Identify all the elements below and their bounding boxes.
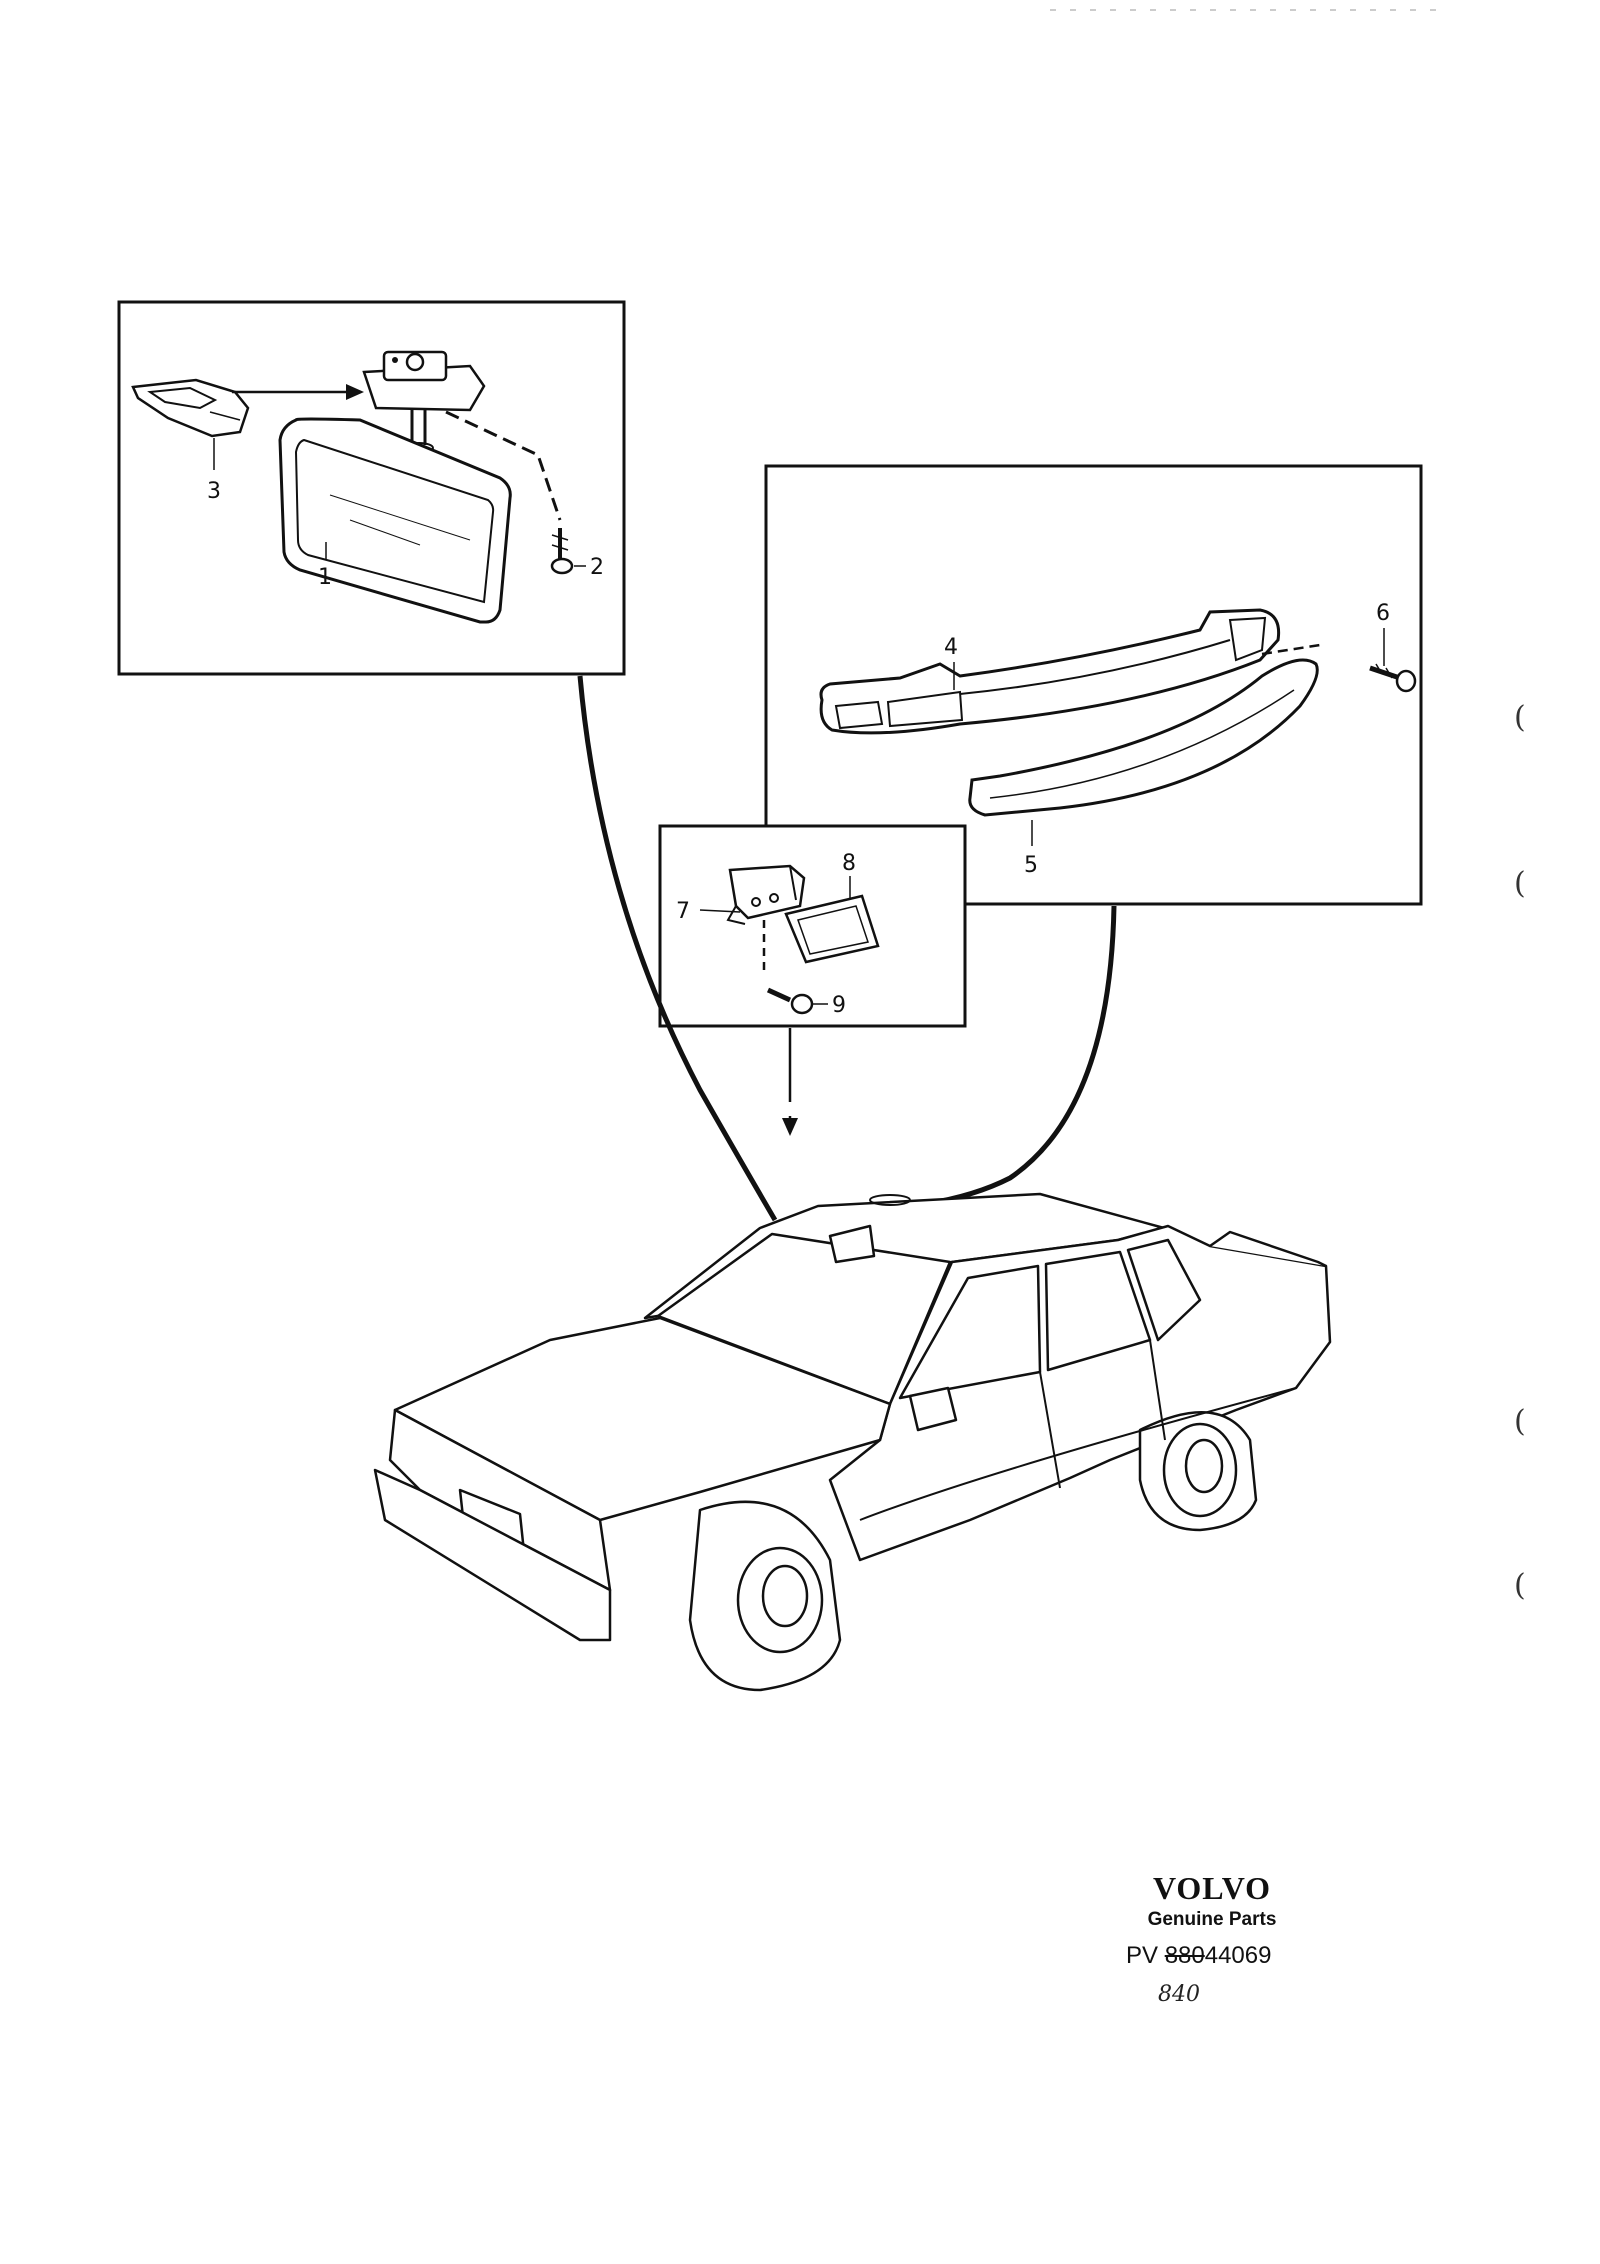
bracket-drawing — [726, 864, 806, 925]
callout-8: 8 — [842, 851, 856, 876]
margin-mark-2: ( — [1514, 866, 1526, 901]
trim-cover-drawing — [131, 378, 250, 438]
genuine-parts-label: Genuine Parts — [1147, 1909, 1277, 1930]
lamp-housing-drawing — [819, 608, 1281, 735]
volvo-logo: VOLVO — [1152, 1870, 1272, 1906]
callout-2: 2 — [590, 555, 604, 580]
rear-view-mirror-drawing — [278, 417, 512, 624]
callout-4: 4 — [944, 635, 958, 660]
callout-1: 1 — [318, 565, 332, 590]
callout-3: 3 — [207, 479, 221, 504]
handwritten-note: 840 — [1158, 1982, 1200, 2007]
lamp-screw-drawing — [1369, 663, 1417, 693]
margin-mark-4: ( — [1514, 1568, 1526, 1603]
bracket-plate-drawing — [784, 894, 880, 964]
lamp-connector-line — [924, 905, 1117, 1207]
callout-5: 5 — [1024, 853, 1038, 878]
mirror-screw-drawing — [550, 528, 574, 575]
margin-mark-3: ( — [1514, 1404, 1526, 1439]
callout-6: 6 — [1376, 601, 1390, 626]
margin-mark-1: ( — [1514, 700, 1526, 735]
callout-7: 7 — [676, 899, 690, 924]
part-ref-struck: 880 — [1164, 1942, 1205, 1969]
brand-block: VOLVO Genuine Parts — [1112, 1870, 1312, 1931]
lamp-detail-box: 4 5 6 — [764, 464, 1423, 906]
mirror-detail-box: 3 1 2 — [117, 300, 626, 676]
part-ref-number: 44069 — [1204, 1942, 1272, 1969]
mirror-connector-line — [577, 675, 778, 1222]
bracket-detail-box: 7 8 9 — [658, 824, 967, 1028]
part-reference: PV 88044069 — [1126, 1942, 1271, 1970]
lamp-lens-drawing — [968, 658, 1319, 817]
car-illustration — [373, 1192, 1332, 1692]
part-ref-prefix: PV — [1126, 1942, 1159, 1969]
bracket-pointer-arrow — [782, 1028, 798, 1136]
callout-9: 9 — [832, 993, 846, 1018]
